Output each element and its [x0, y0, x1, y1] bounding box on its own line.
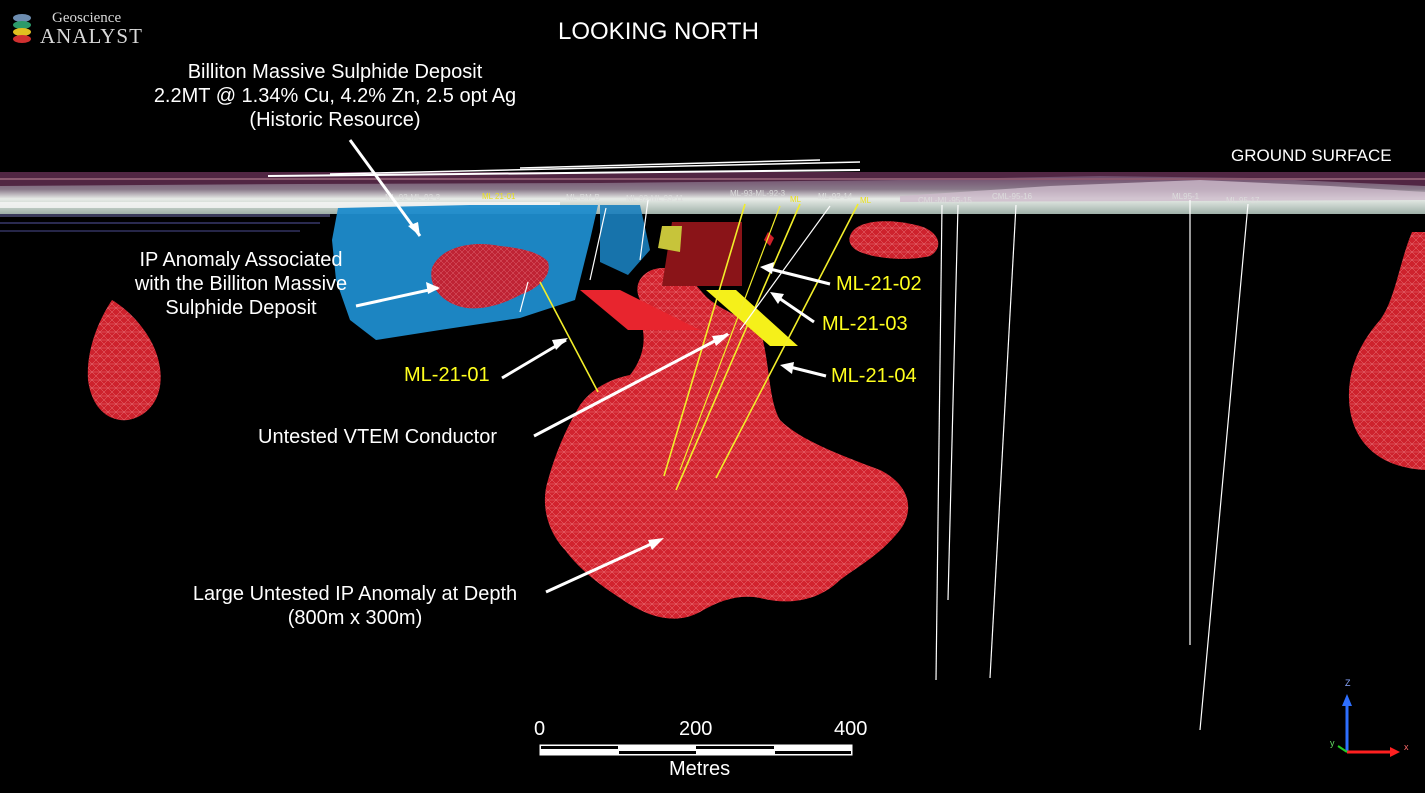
hole-label-ml-21-03: ML-21-03 — [822, 313, 908, 335]
deposit-east-lobe — [600, 205, 650, 275]
scale-tick-200: 200 — [679, 718, 713, 740]
annotation-arrowheads — [408, 222, 794, 550]
svg-text:ML-92-14: ML-92-14 — [818, 192, 853, 201]
vtem-conductor-plate-maroon — [662, 222, 742, 286]
svg-text:ML 21-01: ML 21-01 — [482, 192, 516, 201]
ip-assoc-line3: Sulphide Deposit — [165, 297, 317, 319]
hole-label-ml-21-02: ML-21-02 — [836, 273, 922, 295]
historic-drillholes — [519, 199, 1249, 731]
svg-text:ML 92-ML 93-11: ML 92-ML 93-11 — [626, 194, 684, 203]
hole-collar-labels-yellow: ML 21-01 ML ML — [482, 192, 872, 205]
vtem-conductor-label: Untested VTEM Conductor — [258, 426, 497, 448]
ground-surface-band — [0, 159, 1425, 232]
large-ip-line1: Large Untested IP Anomaly at Depth — [192, 583, 518, 605]
hole-label-ml-21-01: ML-21-01 — [404, 364, 490, 386]
svg-text:ML: ML — [790, 195, 802, 204]
svg-text:ML-93-ML-92-3: ML-93-ML-92-3 — [730, 189, 786, 198]
svg-text:ML: ML — [860, 196, 872, 205]
large-ip-anomaly — [544, 268, 909, 619]
logo-line1: Geoscience — [52, 10, 122, 26]
annotation-arrows — [348, 139, 831, 594]
svg-text:ML95-1: ML95-1 — [1172, 192, 1200, 201]
svg-text:ML 95-17: ML 95-17 — [1226, 196, 1260, 205]
view-title: LOOKING NORTH — [558, 18, 759, 45]
axis-y-label: y — [1330, 738, 1335, 748]
hole-collar-labels: ML-92-ML-92-3 ML-BM-B ML 92-ML 93-11 ML-… — [385, 189, 1260, 205]
billiton-line3: (Historic Resource) — [249, 109, 421, 131]
ground-surface-label: GROUND SURFACE — [1231, 146, 1392, 165]
vtem-conductor-plate-olive — [658, 226, 682, 252]
large-ip-line2: (800m x 300m) — [287, 607, 423, 629]
ip-anomaly-shallow-east — [849, 221, 939, 259]
billiton-line2: 2.2MT @ 1.34% Cu, 4.2% Zn, 2.5 opt Ag — [153, 85, 517, 107]
svg-text:CML-ML-95-15: CML-ML-95-15 — [918, 196, 972, 205]
ip-assoc-line1: IP Anomaly Associated — [139, 249, 343, 271]
drillhole-traces — [539, 203, 859, 491]
hole-label-ml-21-04: ML-21-04 — [831, 365, 917, 387]
billiton-line1: Billiton Massive Sulphide Deposit — [187, 61, 483, 83]
billiton-label: Billiton Massive Sulphide Deposit 2.2MT … — [110, 60, 560, 132]
svg-text:ML-BM-B: ML-BM-B — [566, 193, 600, 202]
logo-icon — [13, 14, 31, 43]
bottom-left-panel — [0, 740, 326, 784]
ip-assoc-line2: with the Billiton Massive — [134, 273, 348, 295]
ip-anomaly-billiton — [431, 244, 549, 309]
orientation-triad — [1337, 694, 1400, 757]
ip-anomaly-far-east — [1348, 232, 1425, 470]
logo-line2: ANALYST — [40, 24, 143, 48]
large-ip-label: Large Untested IP Anomaly at Depth (800m… — [150, 582, 560, 630]
scale-bar — [539, 744, 853, 756]
ip-anomaly-west — [87, 300, 161, 421]
scale-tick-0: 0 — [534, 718, 546, 740]
svg-text:CML-95-16: CML-95-16 — [992, 192, 1033, 201]
geoscience-analyst-logo: Geoscience ANALYST — [10, 10, 160, 48]
axis-z-label: Z — [1345, 678, 1351, 688]
scale-tick-400: 400 — [834, 718, 868, 740]
ip-assoc-label: IP Anomaly Associated with the Billiton … — [100, 248, 382, 320]
svg-text:ML-92-ML-92-3: ML-92-ML-92-3 — [385, 193, 441, 202]
vtem-conductor-plate-yellow — [706, 290, 798, 346]
vtem-conductor-plate-red — [580, 290, 700, 330]
axis-x-label: x — [1404, 742, 1409, 752]
scale-unit: Metres — [669, 758, 731, 780]
